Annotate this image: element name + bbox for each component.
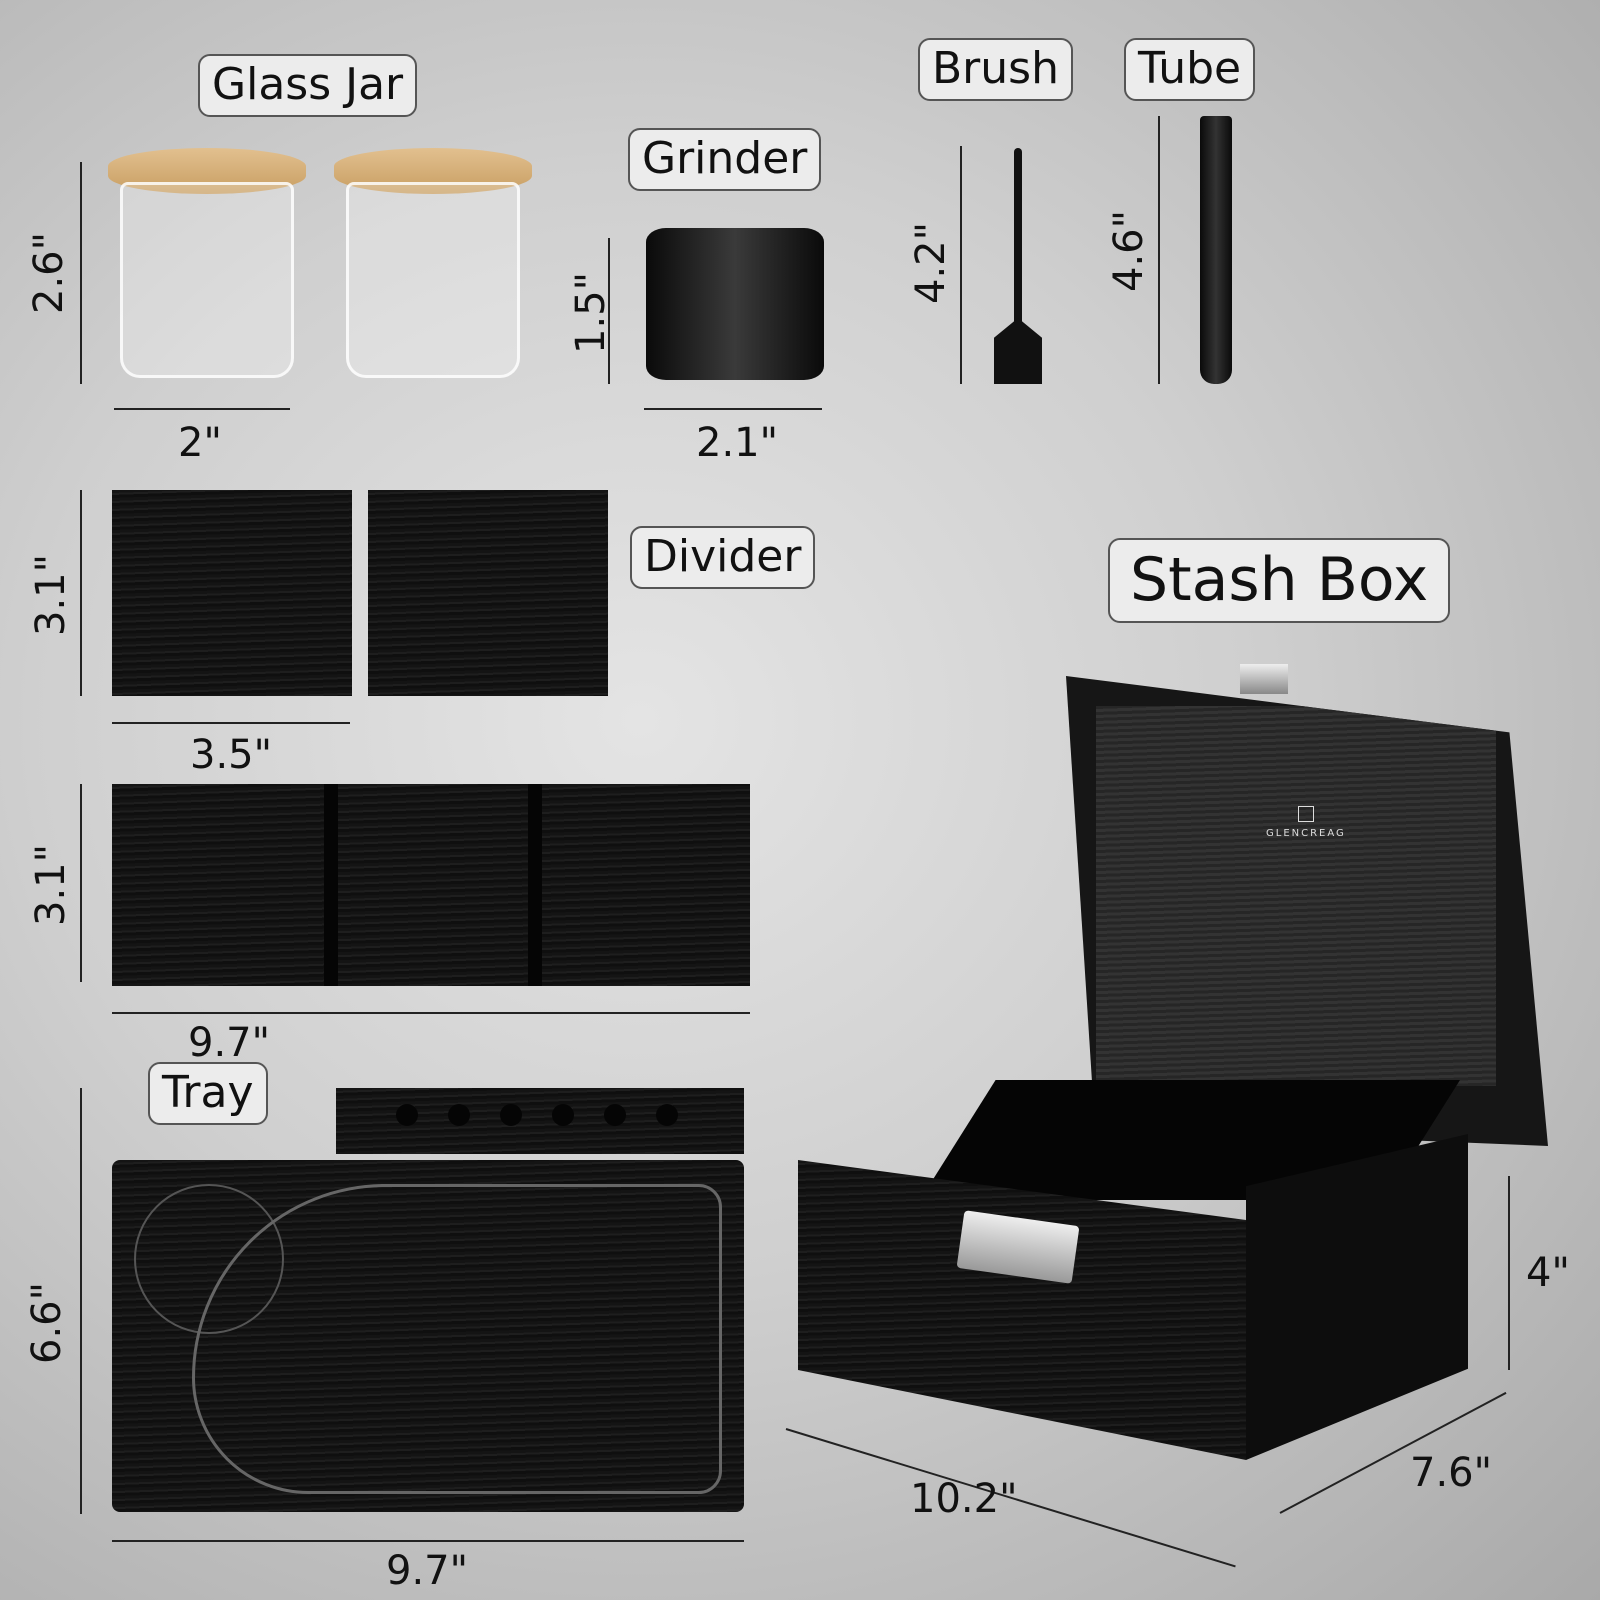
dimension-line — [80, 490, 82, 696]
latch — [1240, 664, 1288, 694]
divider-small-height-dim: 3.1" — [28, 553, 75, 637]
jar-height-dim: 2.6" — [26, 231, 73, 315]
glass-jar — [334, 148, 532, 378]
stash-box-label: Stash Box — [1108, 538, 1451, 623]
jar-width-dim: 2" — [178, 420, 222, 466]
brush-head — [994, 318, 1042, 384]
grinder-height-dim: 1.5" — [568, 271, 615, 355]
divider-small — [112, 490, 352, 696]
tray-height-dim: 6.6" — [24, 1281, 71, 1365]
brush-height-dim: 4.2" — [908, 221, 955, 305]
dimension-line — [112, 1540, 744, 1542]
divider-label: Divider — [630, 526, 816, 589]
dimension-line — [80, 162, 82, 384]
grinder-width-dim: 2.1" — [696, 420, 779, 466]
divider-large-width-dim: 9.7" — [188, 1020, 271, 1066]
tray-holder — [336, 1088, 744, 1154]
dimension-line — [114, 408, 290, 410]
box-depth-dim: 7.6" — [1410, 1450, 1493, 1496]
tube-label: Tube — [1124, 38, 1256, 101]
dimension-line — [1158, 116, 1160, 384]
brand-logo: GLENCREAG — [1266, 806, 1346, 839]
tray-width-dim: 9.7" — [386, 1548, 469, 1594]
glass-jar — [108, 148, 306, 378]
divider-small — [368, 490, 608, 696]
dimension-line — [80, 1088, 82, 1514]
grinder — [646, 228, 824, 380]
dimension-line — [644, 408, 822, 410]
divider-large — [112, 784, 750, 986]
box-side — [1246, 1134, 1468, 1460]
dimension-line — [80, 784, 82, 982]
dimension-line — [608, 238, 610, 384]
brush-label: Brush — [918, 38, 1073, 101]
dimension-line — [112, 722, 350, 724]
tube-height-dim: 4.6" — [1106, 209, 1153, 293]
box-height-dim: 4" — [1526, 1250, 1570, 1296]
grinder-label: Grinder — [628, 128, 822, 191]
dimension-line — [112, 1012, 750, 1014]
tray — [112, 1160, 744, 1512]
dimension-line — [960, 146, 962, 384]
divider-large-height-dim: 3.1" — [28, 843, 75, 927]
dimension-line — [1508, 1176, 1510, 1370]
tube — [1200, 116, 1232, 384]
brush — [1014, 148, 1022, 338]
glass-jar-label: Glass Jar — [198, 54, 418, 117]
tray-label: Tray — [148, 1062, 268, 1125]
box-front — [798, 1160, 1246, 1460]
box-lid: GLENCREAG — [1066, 676, 1548, 1146]
box-length-dim: 10.2" — [910, 1476, 1018, 1522]
brand-logo-text: GLENCREAG — [1266, 828, 1346, 839]
divider-small-width-dim: 3.5" — [190, 732, 273, 778]
